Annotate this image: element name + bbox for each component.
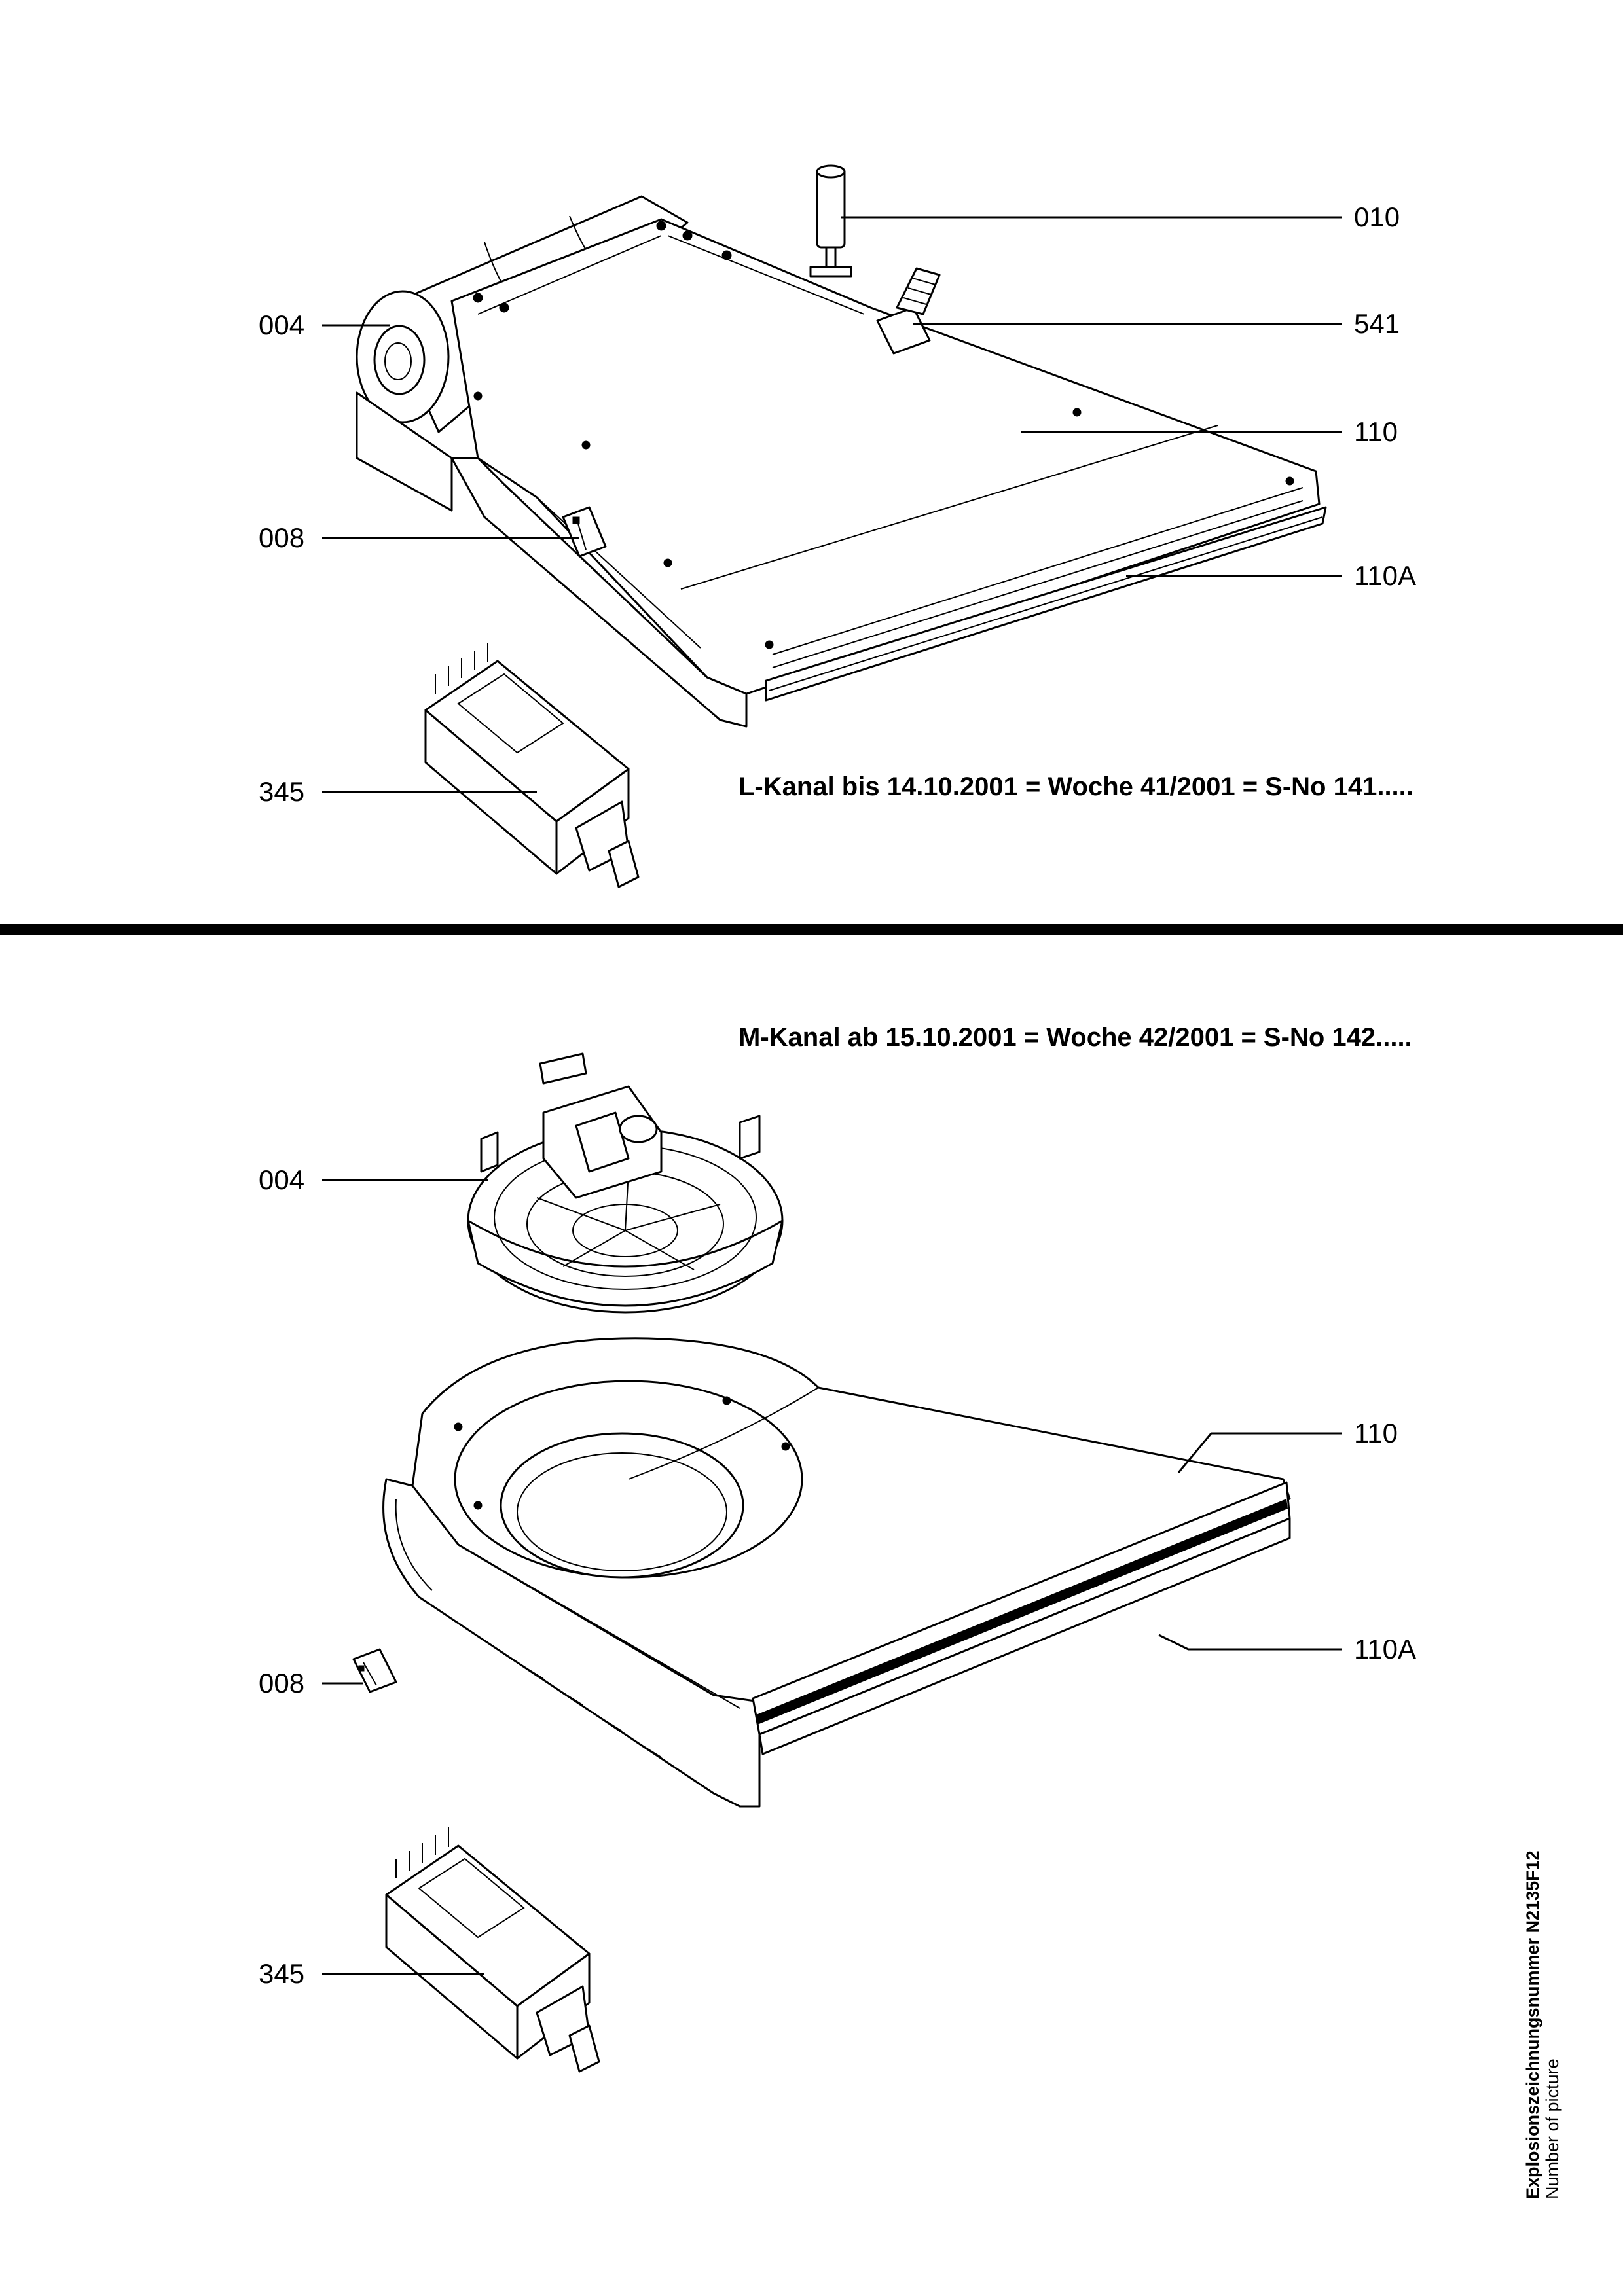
top-leader-lines	[322, 216, 1342, 793]
section-divider	[0, 924, 1623, 935]
part-345-m-module	[385, 1827, 600, 2073]
callout-004: 004	[259, 310, 304, 340]
callout-m-110: 110	[1354, 1418, 1398, 1448]
callout-010: 010	[1354, 202, 1400, 232]
callout-110: 110	[1354, 416, 1398, 447]
callout-m-345: 345	[259, 1958, 304, 1989]
m-kanal-assembly: M-Kanal ab 15.10.2001 = Woche 42/2001 = …	[259, 1023, 1416, 2073]
part-345-module	[424, 643, 640, 888]
part-008-switch	[562, 506, 607, 558]
callout-541: 541	[1354, 308, 1400, 339]
callout-m-008: 008	[259, 1668, 304, 1698]
callout-m-004: 004	[259, 1164, 304, 1195]
part-110-duct-plate	[356, 218, 1321, 728]
drawing-number-note: Explosionszeichnungsnummer N2135F12 Numb…	[1523, 1850, 1562, 2199]
number-of-picture-label: Number of picture	[1542, 2058, 1562, 2199]
drawing-number: Explosionszeichnungsnummer N2135F12	[1523, 1850, 1542, 2199]
callout-345: 345	[259, 776, 304, 807]
part-008-m-switch	[352, 1648, 397, 1693]
part-110a-seal-strip	[765, 506, 1327, 702]
part-004-radial-fan	[467, 1052, 784, 1314]
l-kanal-assembly: 010 004 541 110 008 110A 345 L-Kanal bis…	[259, 164, 1416, 888]
part-541-clip	[876, 267, 941, 355]
part-110a-m-seal	[752, 1481, 1291, 1755]
callout-110a: 110A	[1354, 560, 1416, 591]
callout-008: 008	[259, 522, 304, 553]
callout-m-110a: 110A	[1354, 1634, 1416, 1664]
l-kanal-caption: L-Kanal bis 14.10.2001 = Woche 41/2001 =…	[739, 772, 1413, 801]
part-110-m-duct	[382, 1337, 1291, 1808]
bottom-leader-lines	[322, 1179, 1342, 1975]
part-010-sensor	[809, 164, 852, 278]
m-kanal-caption: M-Kanal ab 15.10.2001 = Woche 42/2001 = …	[739, 1023, 1412, 1052]
